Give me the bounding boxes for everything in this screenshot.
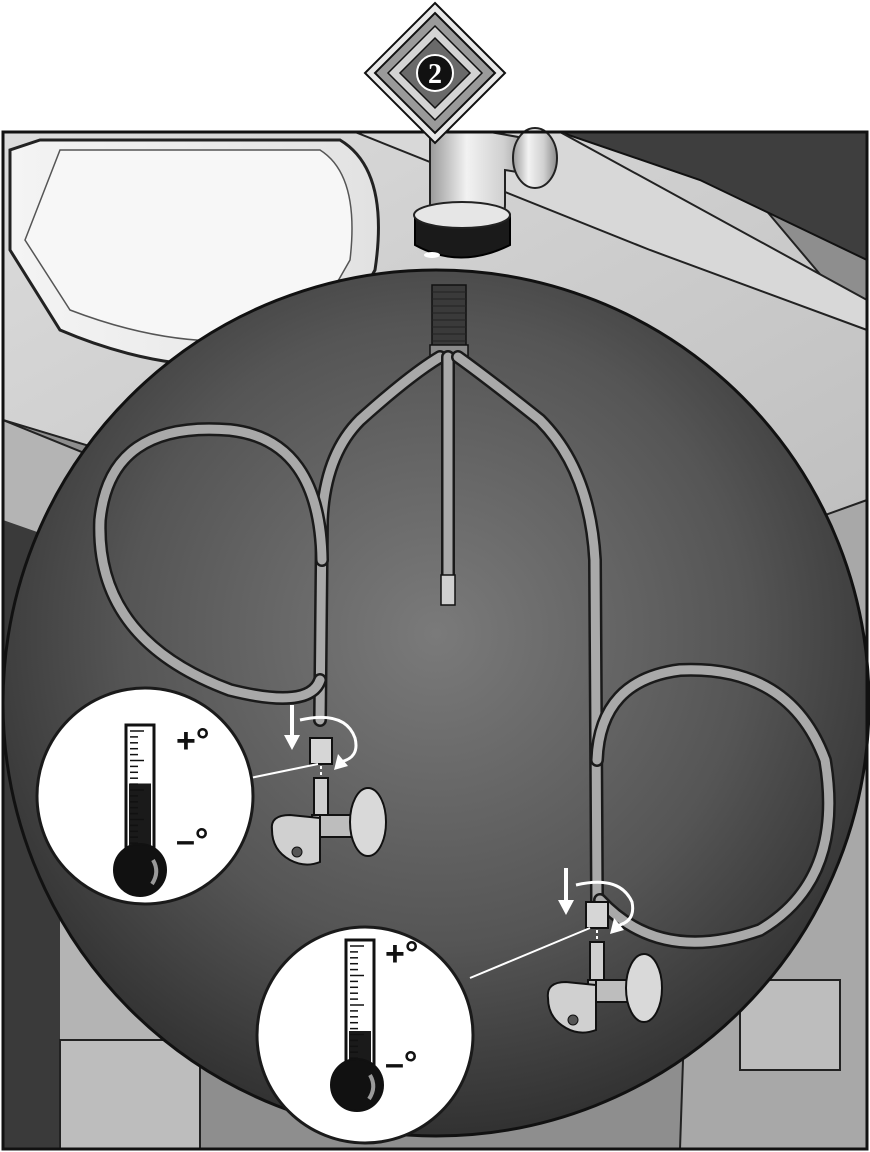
right-valve-flange bbox=[626, 954, 662, 1022]
left-valve-stem bbox=[314, 778, 328, 818]
right-hose-nut bbox=[586, 902, 608, 928]
step-number: 2 bbox=[428, 59, 442, 90]
faucet-shank bbox=[432, 285, 466, 353]
cold-label-left: –° bbox=[176, 822, 209, 860]
hot-label-right: +° bbox=[385, 935, 418, 973]
step-badge: 2 bbox=[365, 3, 505, 143]
cabinet-door-left bbox=[60, 1040, 200, 1150]
hot-label-left: +° bbox=[176, 722, 209, 760]
sprayer-hose-end bbox=[441, 575, 455, 605]
faucet-base-top bbox=[414, 202, 510, 228]
thermometer-callout-right: +° –° bbox=[257, 927, 473, 1143]
right-valve-stem bbox=[590, 942, 604, 982]
left-valve-flange bbox=[350, 788, 386, 856]
left-hose-nut bbox=[310, 738, 332, 764]
faucet-base-highlight bbox=[424, 252, 440, 258]
thermometer-callout-left: +° –° bbox=[37, 688, 253, 904]
cold-label-right: –° bbox=[385, 1045, 418, 1083]
faucet-handle bbox=[513, 128, 557, 188]
